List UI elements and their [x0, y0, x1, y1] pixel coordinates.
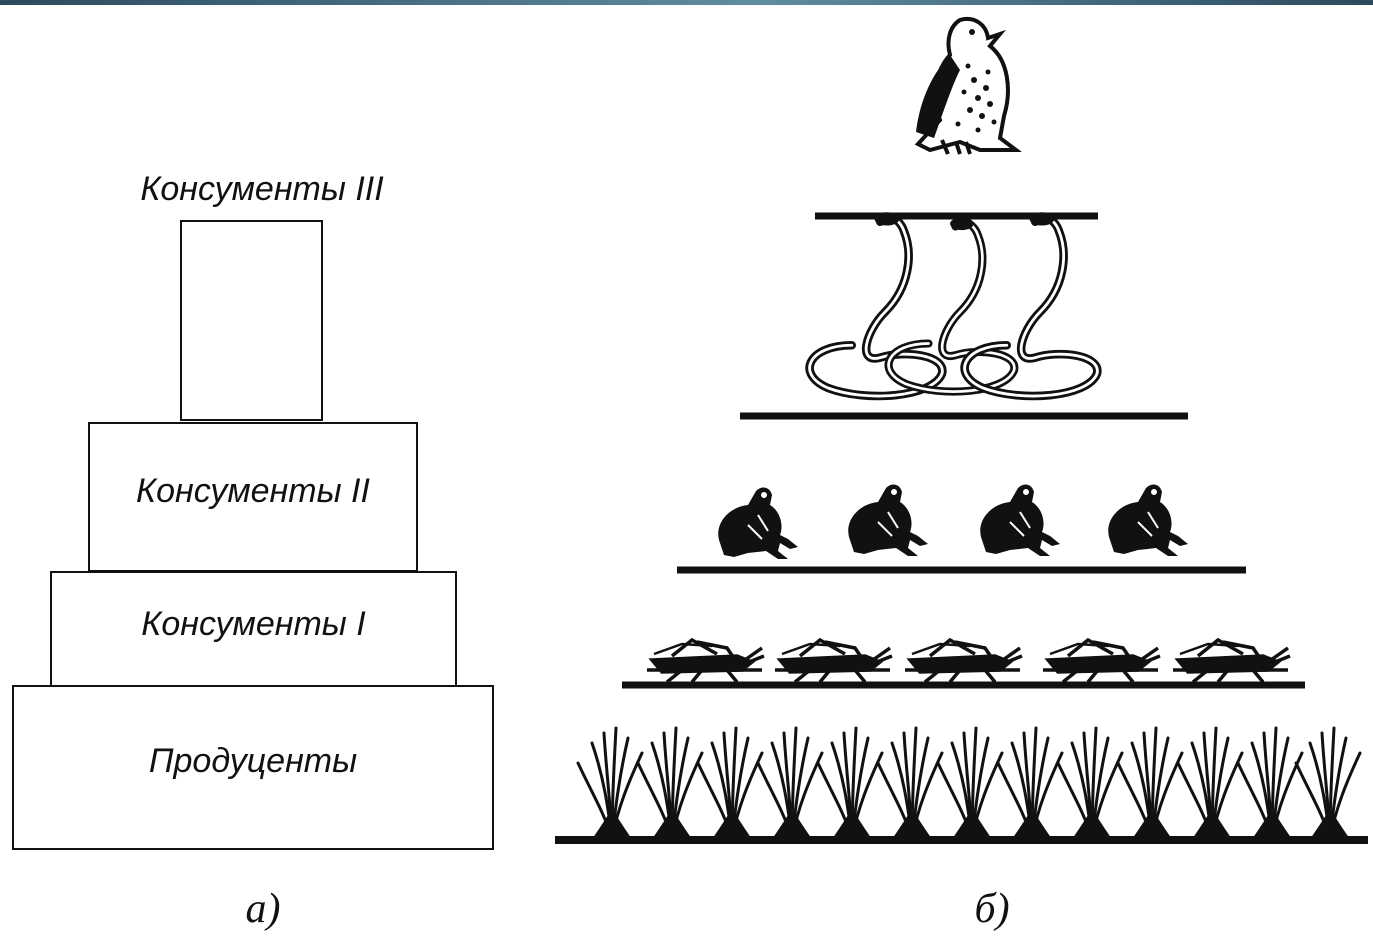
grasshopper-icon: [647, 640, 764, 682]
grass-icon: [1238, 728, 1302, 838]
frog-icon: [980, 485, 1060, 556]
grasshopper-icon: [1173, 640, 1290, 682]
grasshopper-icon: [775, 640, 892, 682]
grass-icon: [1178, 728, 1242, 838]
caption-b: б): [974, 885, 1009, 933]
grass-icon: [578, 728, 642, 838]
grass-icon: [758, 728, 822, 838]
hawk-icon: [916, 19, 1016, 154]
snake-icon: [965, 213, 1098, 396]
grass-icon: [1296, 728, 1360, 838]
grass-icon: [638, 728, 702, 838]
grass-icon: [1058, 728, 1122, 838]
frog-icon: [848, 485, 928, 556]
grass-icon: [998, 728, 1062, 838]
grass-icon: [938, 728, 1002, 838]
frog-icon: [1108, 485, 1188, 556]
grass-icon: [698, 728, 762, 838]
grass-icon: [1118, 728, 1182, 838]
grass-icon: [878, 728, 942, 838]
snake-icon: [810, 213, 943, 396]
grass-icon: [818, 728, 882, 838]
frog-icon: [718, 488, 798, 559]
grasshopper-icon: [905, 640, 1022, 682]
grasshopper-icon: [1043, 640, 1160, 682]
